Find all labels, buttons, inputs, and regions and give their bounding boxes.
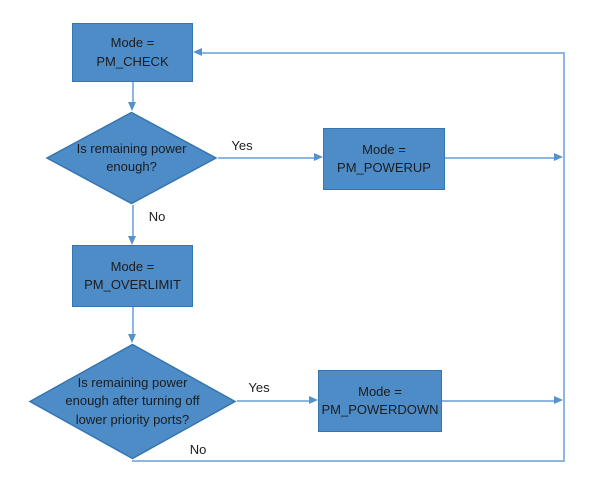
node-decision-power-after-turnoff-text: Is remaining power enough after turning …: [28, 343, 237, 460]
connector-right-trunk: [563, 52, 565, 462]
arrowhead-right: [554, 153, 563, 161]
node-pm-powerup: Mode = PM_POWERUP: [323, 128, 445, 190]
arrowhead-left: [193, 48, 202, 56]
node-pm-overlimit-line1: Mode =: [110, 258, 155, 274]
decision1-line1: Is remaining power: [76, 140, 187, 156]
node-pm-powerdown-line1: Mode =: [358, 383, 402, 399]
connector-decision2-no-bottom: [132, 460, 565, 462]
node-decision-power-after-turnoff: Is remaining power enough after turning …: [28, 343, 237, 460]
connector-pmoverlimit-to-decision2: [132, 307, 134, 335]
node-pm-powerdown: Mode = PM_POWERDOWN: [318, 370, 442, 432]
node-pm-powerup-line2: PM_POWERUP: [337, 160, 431, 175]
decision1-line2: enough?: [106, 159, 157, 174]
decision2-line3: lower priority ports?: [75, 411, 190, 427]
connector-decision2-yes-to-pmpowerdown: [237, 400, 310, 402]
connector-decision1-no-to-pmoverlimit: [132, 205, 134, 237]
edge-label-yes2: Yes: [248, 380, 270, 395]
node-pm-check: Mode = PM_CHECK: [72, 23, 193, 82]
diamond-shape: [45, 111, 218, 205]
arrowhead-right: [314, 153, 323, 161]
arrowhead-down: [128, 236, 136, 245]
node-pm-powerup-line1: Mode =: [362, 141, 406, 157]
edge-label-no2: No: [189, 442, 207, 457]
diamond-shape: [28, 343, 237, 460]
node-pm-check-line2: PM_CHECK: [96, 53, 169, 69]
connector-feedback-to-pmcheck: [202, 52, 565, 54]
node-decision-power-enough-text: Is remaining power enough?: [45, 111, 218, 205]
connector-decision1-yes-to-pmpowerup: [218, 157, 315, 159]
arrowhead-right: [554, 396, 563, 404]
decision2-line1: Is remaining power: [77, 374, 188, 390]
edge-label-no1: No: [148, 209, 166, 224]
connector-pmpowerdown-to-trunk: [442, 400, 555, 402]
arrowhead-right: [309, 396, 318, 404]
node-pm-powerdown-line2: PM_POWERDOWN: [321, 402, 439, 417]
node-pm-check-line1: Mode =: [110, 35, 155, 51]
node-pm-overlimit: Mode = PM_OVERLIMIT: [72, 245, 193, 307]
arrowhead-down: [128, 102, 136, 111]
edge-label-yes1: Yes: [231, 138, 253, 153]
node-decision-power-enough: Is remaining power enough?: [45, 111, 218, 205]
node-pm-overlimit-line2: PM_OVERLIMIT: [84, 277, 181, 292]
arrowhead-down: [128, 334, 136, 343]
connector-pmcheck-to-decision1: [132, 82, 134, 103]
decision2-line2: enough after turning off: [65, 393, 200, 409]
connector-pmpowerup-to-trunk: [445, 157, 555, 159]
